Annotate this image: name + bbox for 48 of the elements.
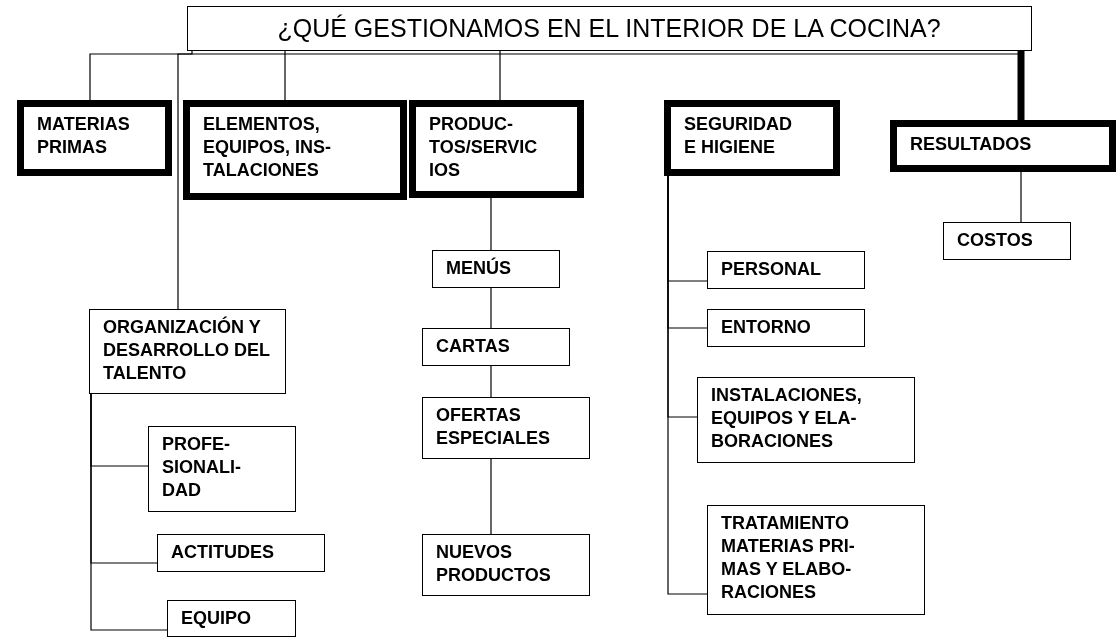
item-box: [707, 309, 865, 347]
category-box: [183, 100, 407, 200]
item-box: [707, 251, 865, 289]
node-label: EQUIPO: [181, 607, 252, 630]
item-box: [707, 505, 925, 615]
item-box: [148, 426, 296, 512]
item-box: [167, 600, 296, 637]
node-label: SEGURIDAD E HIGIENE: [684, 113, 793, 159]
connector-line: [499, 50, 501, 101]
node-label: OFERTAS ESPECIALES: [436, 404, 552, 450]
item-box: [89, 309, 286, 394]
node-label: MATERIAS PRIMAS: [37, 113, 131, 159]
connector-line: [667, 175, 708, 595]
connector-line: [284, 50, 286, 101]
item-box: [422, 534, 590, 596]
node-label: RESULTADOS: [910, 133, 1033, 156]
item-box: [432, 250, 560, 288]
category-box: [664, 100, 840, 176]
node-label: ACTITUDES: [171, 541, 275, 564]
connector-line: [90, 393, 168, 631]
item-box: [943, 222, 1071, 260]
connector-line: [490, 458, 492, 535]
node-label: ENTORNO: [721, 316, 812, 339]
node-label: ORGANIZACIÓN Y DESARROLLO DEL TALENTO: [103, 316, 271, 385]
node-label: TRATAMIENTO MATERIAS PRI- MAS Y ELABO- RACIONES: [721, 512, 856, 604]
node-label: ELEMENTOS, EQUIPOS, INS- TALACIONES: [203, 113, 333, 182]
question-text: ¿QUÉ GESTIONAMOS EN EL INTERIOR DE LA COCINA?: [276, 13, 942, 43]
connector-line: [1020, 171, 1022, 223]
node-label: COSTOS: [957, 229, 1034, 252]
node-label: MENÚS: [446, 257, 512, 280]
node-label: PERSONAL: [721, 258, 822, 281]
node-label: CARTAS: [436, 335, 511, 358]
connector-line: [89, 50, 193, 101]
connector-line: [490, 365, 492, 398]
item-box: [422, 328, 570, 366]
item-box: [157, 534, 325, 572]
category-box: [890, 120, 1116, 172]
node-label: PRODUC- TOS/SERVIC IOS: [429, 113, 539, 182]
connector-line: [490, 287, 492, 329]
title-box: [187, 6, 1032, 51]
node-label: INSTALACIONES, EQUIPOS Y ELA- BORACIONES: [711, 384, 863, 453]
item-box: [422, 397, 590, 459]
item-box: [697, 377, 915, 463]
category-box: [409, 100, 584, 198]
connector-line: [490, 197, 492, 251]
node-label: PROFE- SIONALI- DAD: [162, 433, 242, 502]
category-box: [17, 100, 172, 176]
node-label: NUEVOS PRODUCTOS: [436, 541, 552, 587]
